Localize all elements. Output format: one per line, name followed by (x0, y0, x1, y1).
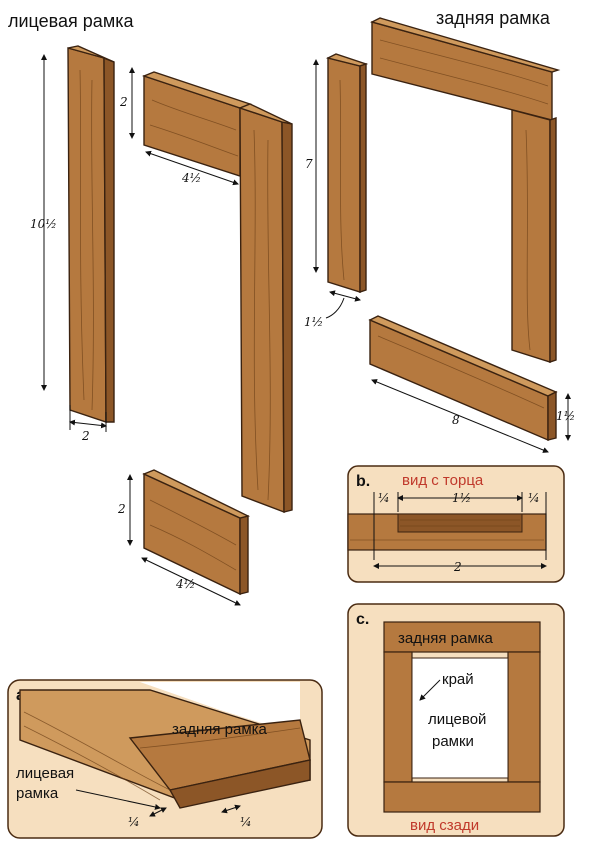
panel-b-dim-left: ¼ (378, 491, 390, 505)
panel-c-letter: c. (356, 611, 369, 628)
panel-b-dim-total: 2 (453, 560, 462, 574)
panel-c-edge-line3: рамки (432, 733, 474, 750)
panel-a-front-line2: рамка (16, 785, 59, 802)
panel-b-letter: b. (356, 473, 370, 490)
panel-b-dim-right: ¼ (528, 491, 540, 505)
back-rail-dimensions: 8 1½ (371, 379, 575, 453)
front-top-rail (141, 71, 253, 177)
panel-b: b. вид с торца ¼ 1½ ¼ 2 (347, 465, 565, 583)
bottom-rail-height-label: 2 (117, 502, 126, 516)
panel-c-edge-line1: край (442, 671, 474, 688)
top-rail-length-label: 4½ (181, 171, 201, 185)
bottom-rail-length-label: 4½ (175, 577, 195, 591)
back-frame-top (370, 17, 561, 363)
panel-a: a. задняя рамка лицевая рамка ¼ ¼ (7, 679, 323, 839)
back-frame-title: задняя рамка (436, 8, 551, 28)
back-left-stile (325, 53, 369, 293)
bottom-rail-dimensions: 2 4½ (117, 474, 241, 606)
back-stile-width-label: 1½ (304, 315, 323, 329)
panel-c-footer: вид сзади (410, 817, 479, 834)
front-bottom-rail (142, 469, 251, 596)
panel-b-title: вид с торца (402, 472, 484, 489)
stile-length-label: 10½ (30, 217, 57, 231)
back-stile-length-label: 7 (305, 157, 313, 171)
front-frame-title: лицевая рамка (8, 11, 134, 31)
front-left-stile (67, 45, 115, 423)
back-rail-height-label: 1½ (556, 409, 575, 423)
panel-c: c. задняя рамка край лицевой рамки вид с… (347, 603, 565, 837)
panel-a-dim2: ¼ (240, 815, 252, 829)
front-right-stile (237, 103, 293, 514)
panel-a-dim1: ¼ (128, 815, 140, 829)
back-stile-dimensions: 7 1½ (304, 59, 361, 329)
panel-c-edge-line2: лицевой (428, 711, 486, 728)
stile-length-dimension: 10½ 2 (30, 54, 107, 443)
top-rail-dimensions: 2 4½ (119, 67, 239, 186)
back-rail-length-label: 8 (452, 413, 460, 427)
panel-a-front-line1: лицевая (16, 765, 74, 782)
panel-b-dim-mid: 1½ (452, 491, 471, 505)
panel-c-back-frame-label: задняя рамка (398, 630, 494, 647)
stile-width-label: 2 (81, 429, 90, 443)
panel-a-back-frame-label: задняя рамка (172, 721, 268, 738)
top-rail-height-label: 2 (119, 95, 128, 109)
